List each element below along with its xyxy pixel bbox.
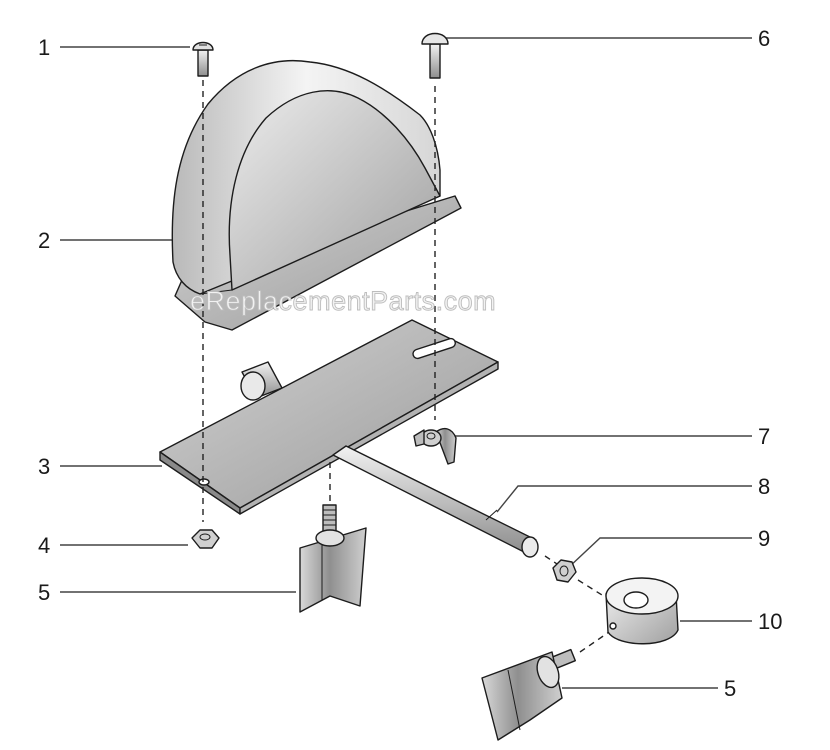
part-6-carriage-bolt xyxy=(421,32,449,79)
callout-3: 3 xyxy=(38,454,50,479)
leader-8 xyxy=(496,485,752,513)
plate-shaft-stub-end xyxy=(240,371,266,401)
guard-face xyxy=(228,90,441,291)
callout-10: 10 xyxy=(758,609,782,634)
screw-1-shank xyxy=(197,49,209,77)
bolt-6-shank xyxy=(429,43,441,79)
watermark-text: eReplacementParts.com xyxy=(190,286,496,316)
knob-right-face xyxy=(536,655,560,689)
part-1-screw xyxy=(192,41,214,77)
nut-4-hole xyxy=(199,533,211,541)
nut-4 xyxy=(191,529,220,549)
part-7-wing-nut xyxy=(413,427,457,465)
screw-1-head xyxy=(192,41,214,51)
part-9-hex-nut xyxy=(552,559,577,583)
dash-collar xyxy=(577,579,611,601)
knob-right-groove xyxy=(507,669,521,731)
callout-numbers: 1 2 3 4 5 6 7 8 9 10 5 xyxy=(38,26,782,701)
callout-6: 6 xyxy=(758,26,770,51)
knob-left-threads xyxy=(323,509,336,526)
part-5-knob-left xyxy=(299,504,367,613)
knob-left-stud xyxy=(322,504,337,533)
nut-9 xyxy=(552,559,577,583)
part-4-hex-nut xyxy=(191,529,220,549)
collar-bore xyxy=(623,591,649,609)
callout-5a: 5 xyxy=(38,580,50,605)
knob-left-body xyxy=(299,527,367,613)
leader-9 xyxy=(567,537,752,569)
part-5-knob-right xyxy=(481,648,577,741)
callout-9: 9 xyxy=(758,526,770,551)
nut-9-hole xyxy=(559,565,569,577)
dash-knob-right xyxy=(579,629,613,653)
part-10-shaft-collar xyxy=(605,577,679,645)
part-3-mounting-plate xyxy=(159,319,499,515)
bolt-6-head xyxy=(421,32,449,45)
plate-edge-side xyxy=(239,361,499,515)
collar-setscrew-hole xyxy=(609,622,617,630)
part-8-shaft-rod xyxy=(332,445,539,558)
callout-8: 8 xyxy=(758,474,770,499)
callout-2: 2 xyxy=(38,228,50,253)
shaft-step xyxy=(485,509,498,521)
plate-hole xyxy=(198,478,210,486)
callout-5b: 5 xyxy=(724,676,736,701)
shaft-end xyxy=(521,536,539,558)
leader-lines xyxy=(60,37,752,689)
wing-nut-hole xyxy=(426,432,436,440)
wing-nut-wing-left xyxy=(413,429,425,447)
callout-7: 7 xyxy=(758,424,770,449)
guard-flange xyxy=(174,195,462,331)
callout-1: 1 xyxy=(38,35,50,60)
knob-left-top xyxy=(315,529,345,547)
callout-4: 4 xyxy=(38,533,50,558)
part-2-dome-guard xyxy=(171,59,462,331)
guard-edge xyxy=(199,289,233,295)
